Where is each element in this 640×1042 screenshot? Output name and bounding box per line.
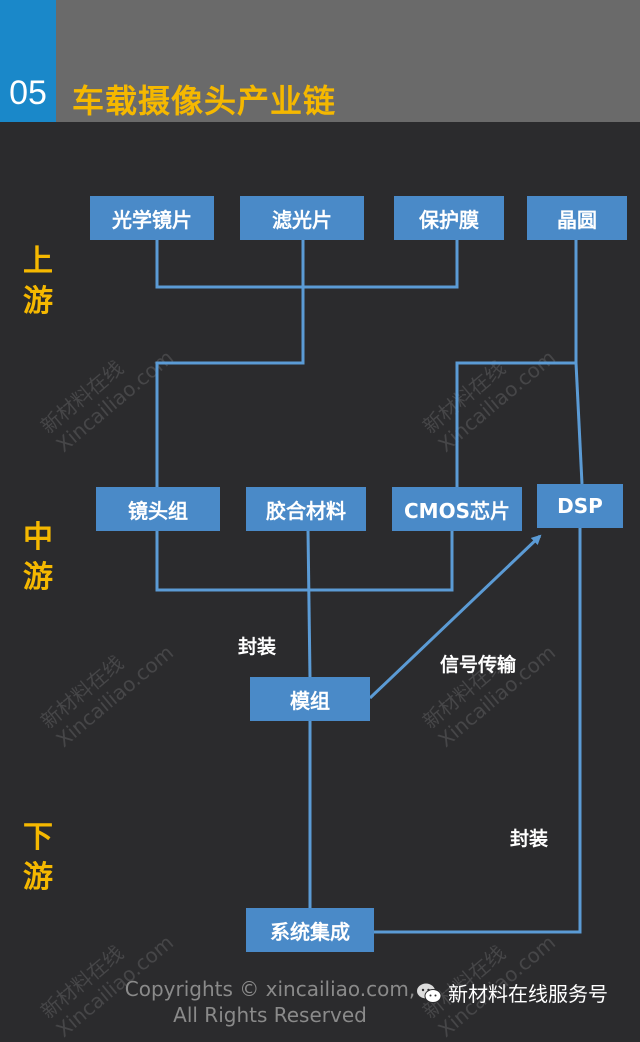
connector-to-lens-group (155, 287, 305, 488)
node-filter: 滤光片 (240, 196, 364, 240)
edge-label-packaging-2: 封装 (510, 828, 549, 850)
brand-account: 新材料在线服务号 (416, 978, 608, 1007)
wechat-icon (416, 982, 442, 1004)
node-module: 模组 (250, 677, 370, 721)
connector-optics-merge (155, 238, 459, 289)
section-number-block: 05 (0, 0, 56, 122)
connector-wafer-to-dsp (574, 362, 584, 485)
stage-midstream: 中游 (23, 520, 53, 595)
connector-adhesive-to-module (306, 529, 312, 679)
node-optical-lens: 光学镜片 (90, 196, 214, 240)
edge-label-signal: 信号传输 (440, 654, 517, 676)
node-lens-group: 镜头组 (96, 487, 220, 531)
copyright-text: Copyrights © xincailiao.com, All Rights … (124, 977, 416, 1027)
stage-downstream: 下游 (23, 820, 53, 895)
node-cmos: CMOS芯片 (392, 487, 522, 531)
edge-label-packaging: 封装 (238, 636, 277, 658)
header-bar: 05 车载摄像头产业链 (0, 0, 640, 122)
section-number: 05 (9, 74, 47, 112)
page-title: 车载摄像头产业链 (72, 82, 337, 120)
connector-lens-cmos-merge (155, 530, 454, 592)
node-adhesive: 胶合材料 (246, 487, 366, 531)
node-system-integration: 系统集成 (246, 908, 374, 952)
node-protective-film: 保护膜 (394, 196, 504, 240)
signal-arrow (368, 534, 542, 700)
connector-wafer-to-cmos (455, 238, 578, 488)
connector-dsp-to-system (374, 528, 582, 934)
stage-upstream: 上游 (23, 244, 53, 319)
brand-name: 新材料在线服务号 (448, 982, 608, 1006)
node-dsp: DSP (537, 484, 623, 528)
node-wafer: 晶圆 (527, 196, 627, 240)
